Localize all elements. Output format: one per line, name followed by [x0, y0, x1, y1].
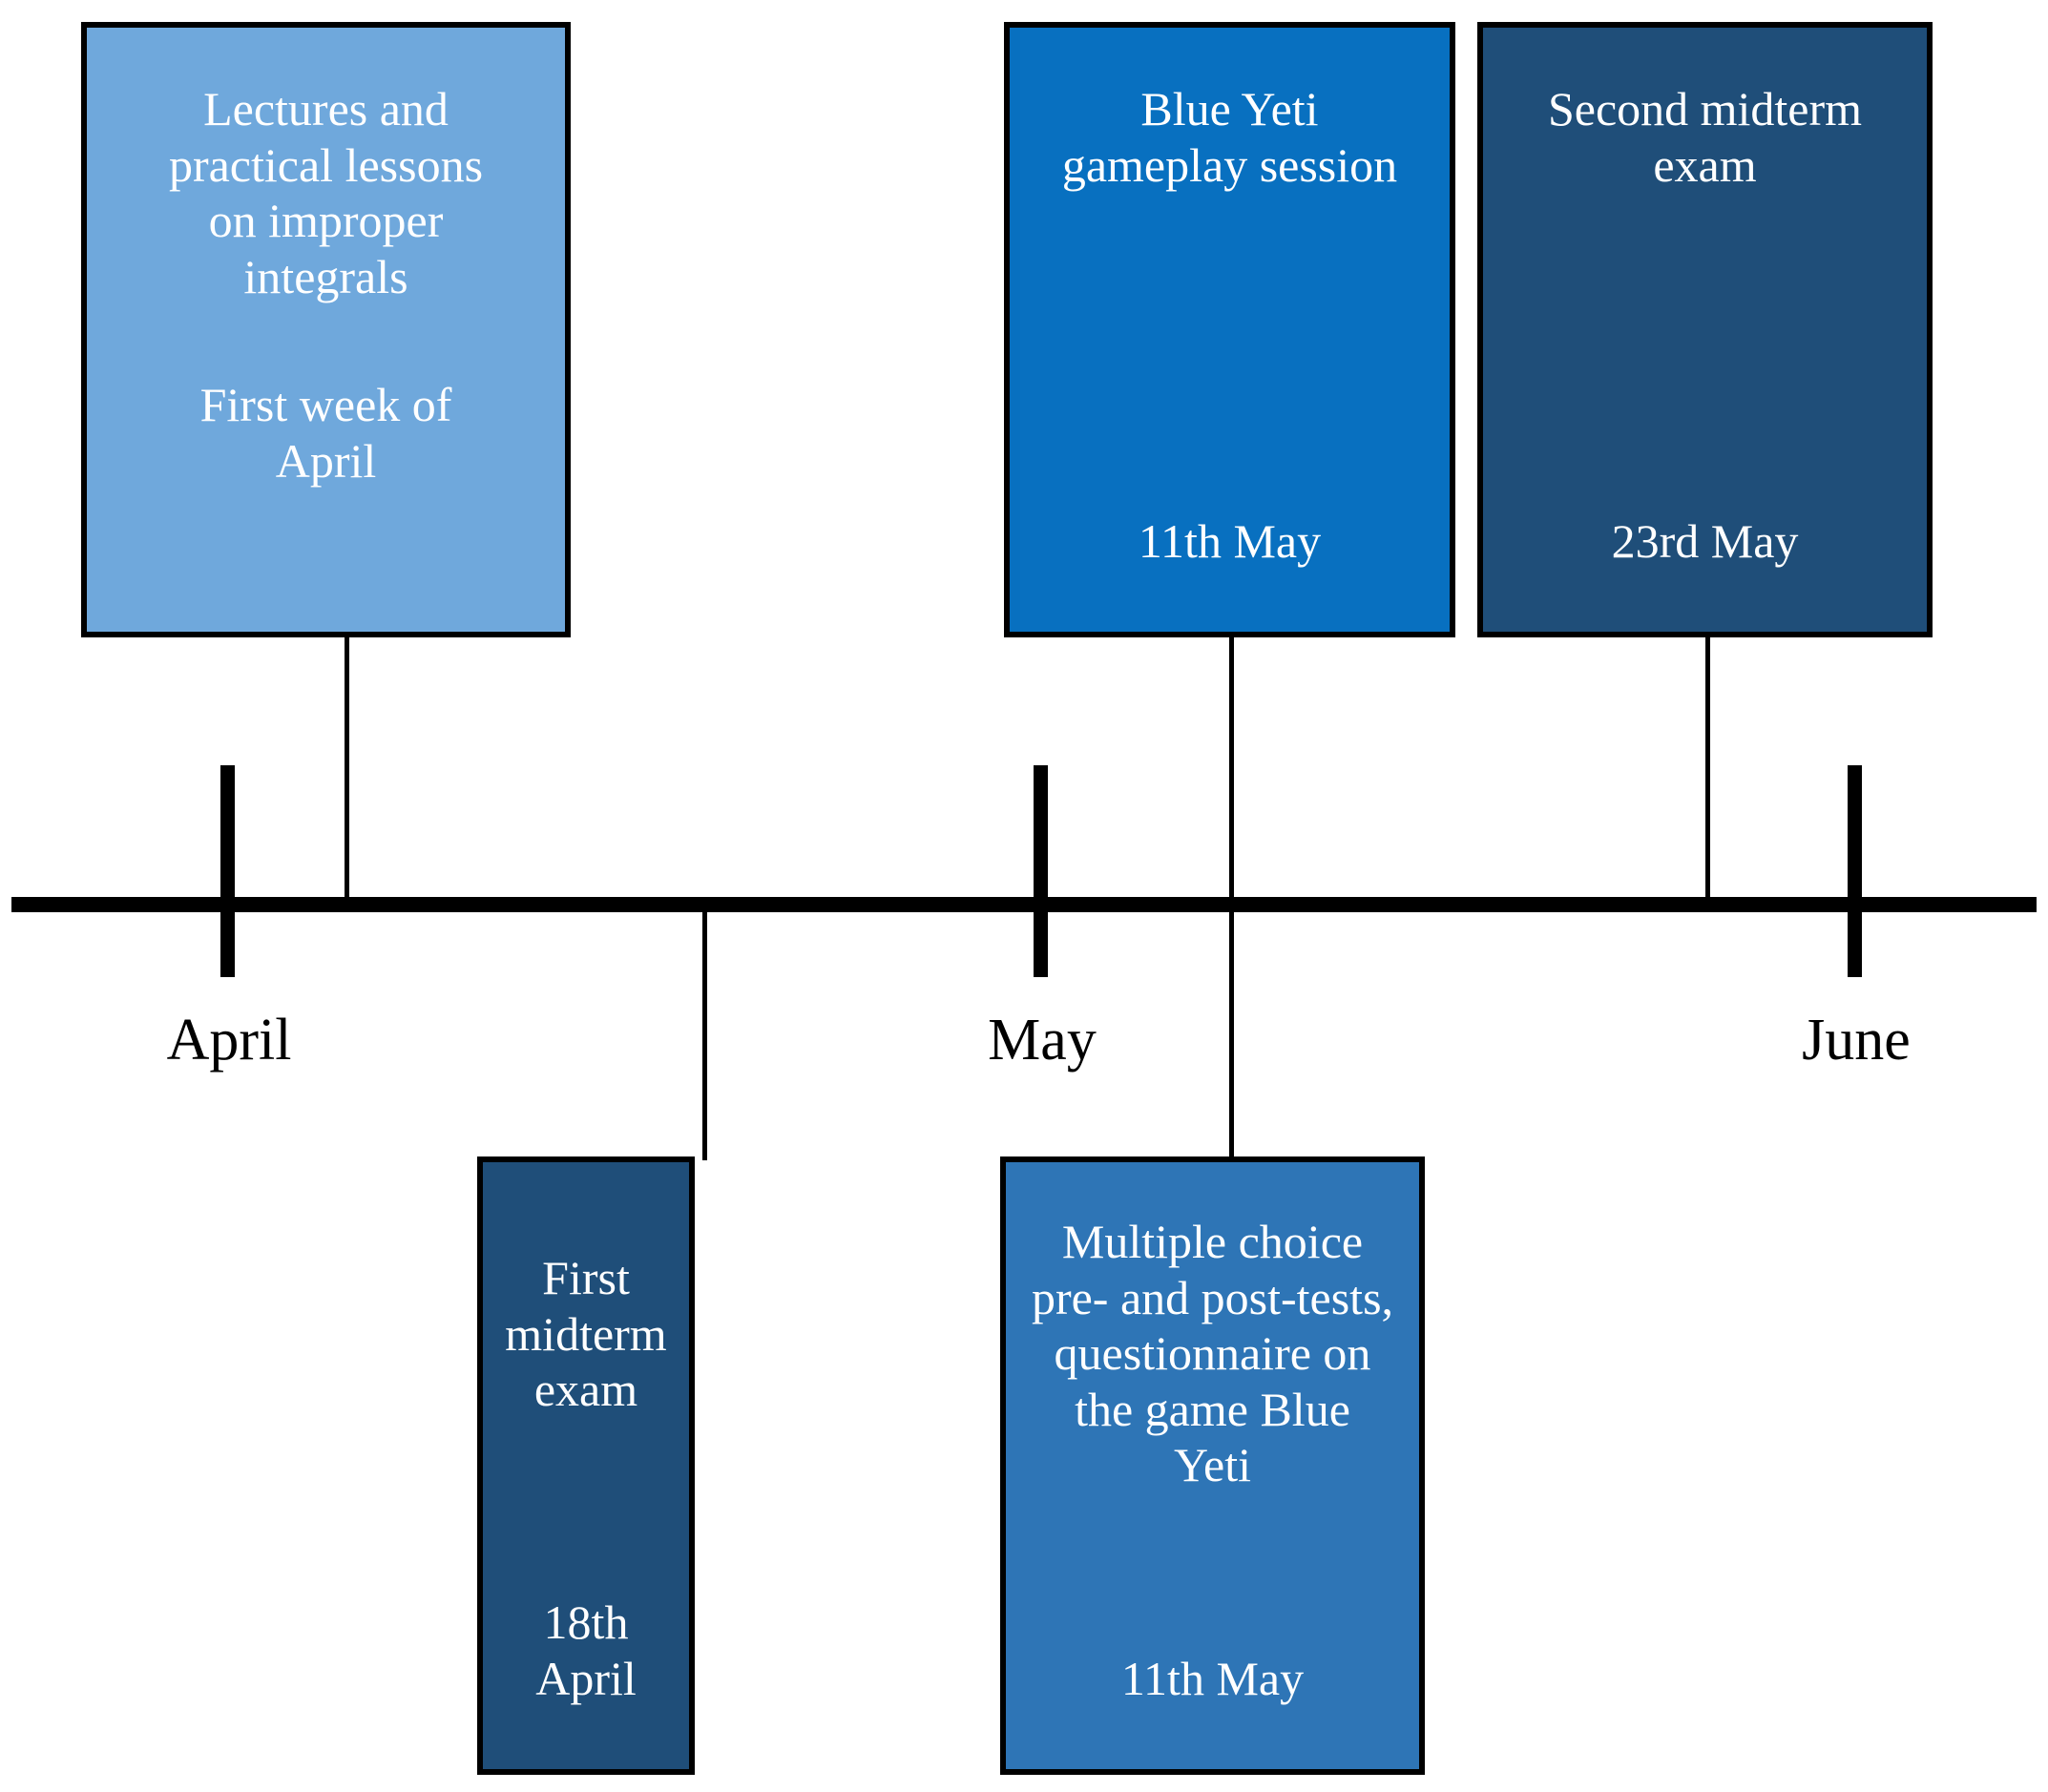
connector-first-midterm — [702, 905, 707, 1160]
event-date-first-midterm: 18th April — [535, 1595, 637, 1705]
event-date-second-midterm: 23rd May — [1611, 513, 1799, 568]
event-date-gameplay: 11th May — [1138, 513, 1322, 568]
timeline-axis — [11, 897, 2037, 912]
event-title-second-midterm: Second midterm exam — [1547, 82, 1863, 192]
event-box-first-midterm[interactable]: First midterm exam 18th April — [477, 1156, 695, 1775]
month-tick-april — [220, 765, 235, 977]
event-date-tests: 11th May — [1120, 1651, 1305, 1705]
event-box-gameplay[interactable]: Blue Yeti gameplay session 11th May — [1004, 22, 1455, 637]
month-label-may: May — [988, 1008, 1097, 1073]
connector-lectures — [345, 637, 349, 912]
month-tick-may — [1034, 765, 1048, 977]
connector-second-midterm — [1705, 637, 1710, 912]
event-date-lectures: First week of April — [199, 378, 452, 488]
event-box-lectures[interactable]: Lectures and practical lessons on improp… — [81, 22, 571, 637]
event-box-tests[interactable]: Multiple choice pre- and post-tests, que… — [1000, 1156, 1425, 1775]
month-tick-june — [1848, 765, 1862, 977]
event-title-lectures: Lectures and practical lessons on improp… — [168, 82, 484, 303]
event-title-first-midterm: First midterm exam — [505, 1251, 667, 1416]
event-title-tests: Multiple choice pre- and post-tests, que… — [1031, 1215, 1394, 1491]
month-label-june: June — [1802, 1008, 1911, 1073]
event-title-gameplay: Blue Yeti gameplay session — [1061, 82, 1398, 192]
event-box-second-midterm[interactable]: Second midterm exam 23rd May — [1477, 22, 1933, 637]
month-label-april: April — [166, 1008, 292, 1073]
